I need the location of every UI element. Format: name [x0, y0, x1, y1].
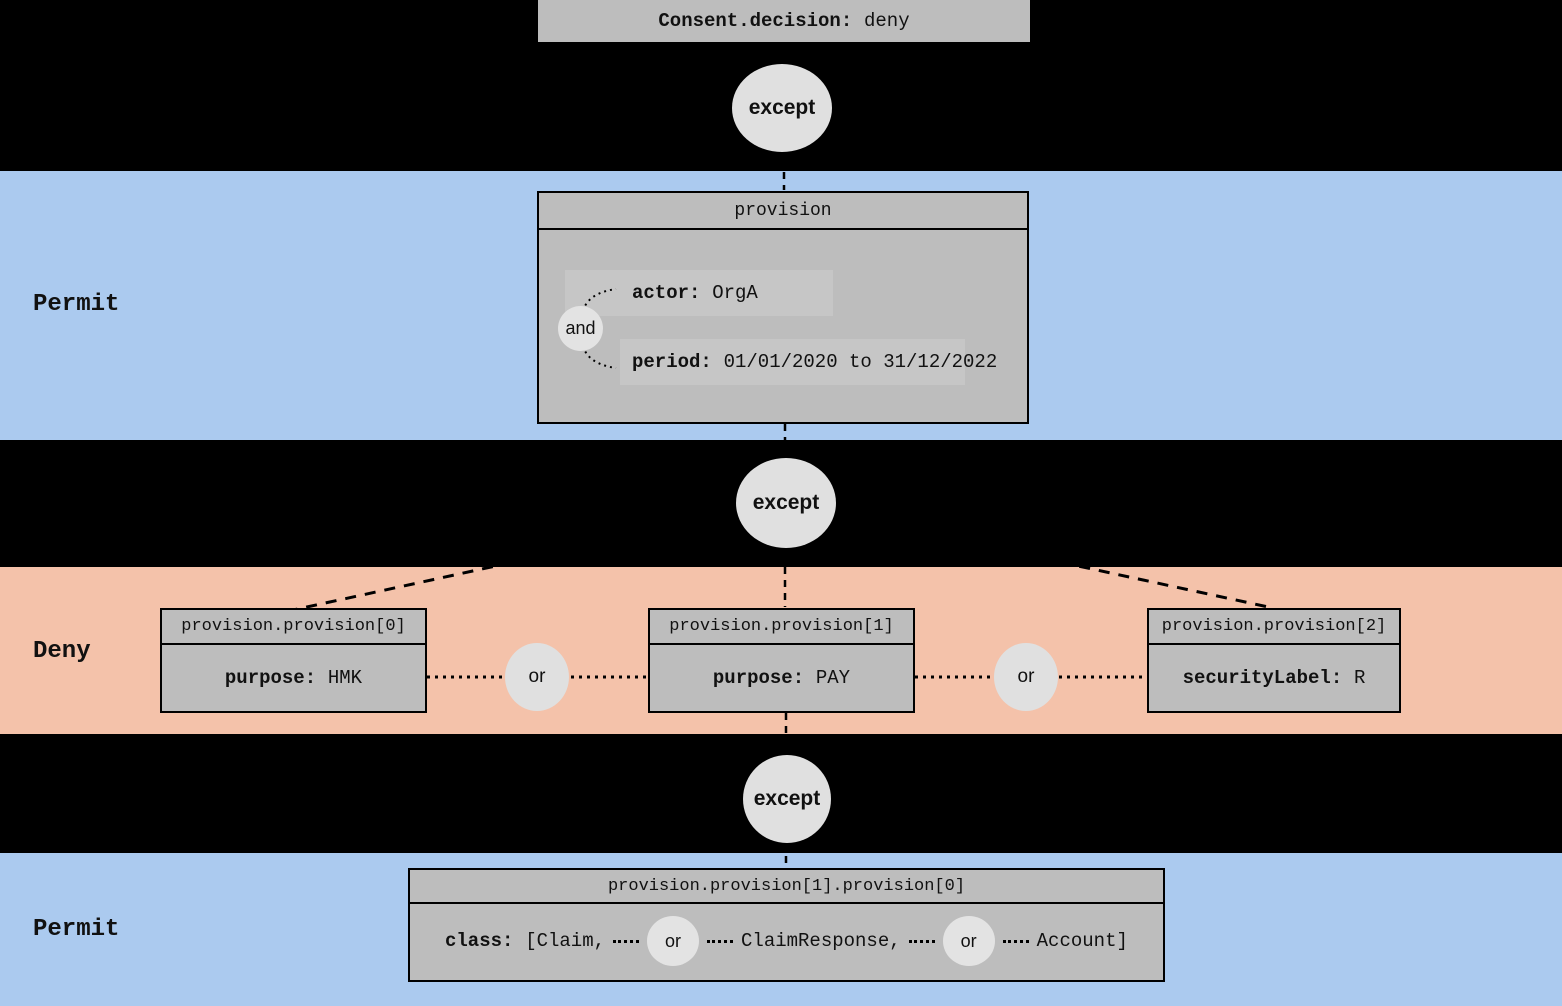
permit-class-node: provision.provision[1].provision[0] clas…: [408, 868, 1165, 982]
deny-node-1-header: provision.provision[1]: [650, 610, 913, 645]
purpose-value-1: PAY: [815, 667, 851, 689]
deny-node-1-body: purpose: PAY: [650, 645, 913, 711]
actor-row-highlight: [565, 270, 833, 316]
except-connector-3: except: [743, 755, 831, 843]
deny-node-provision-1: provision.provision[1] purpose: PAY: [648, 608, 915, 713]
period-attribute: period: 01/01/2020 to 31/12/2022: [632, 339, 997, 385]
except-label-3: except: [753, 787, 821, 810]
dotted-connector: [707, 939, 734, 943]
class-node-header: provision.provision[1].provision[0]: [410, 870, 1163, 904]
or-label-inline-2: or: [960, 930, 977, 951]
deny-node-2-body: securityLabel: R: [1149, 645, 1399, 711]
actor-attribute: actor: OrgA: [632, 270, 758, 316]
deny-node-provision-2: provision.provision[2] securityLabel: R: [1147, 608, 1401, 713]
permit-top-band-label: Permit: [33, 291, 120, 318]
class-item-claim: [Claim,: [525, 930, 606, 952]
and-label: and: [565, 318, 596, 338]
or-connector-inline-1: or: [647, 916, 700, 966]
actor-value: OrgA: [712, 282, 758, 304]
purpose-label-0: purpose:: [224, 667, 317, 689]
permit-bottom-band-label: Permit: [33, 916, 120, 943]
consent-decision-value: deny: [864, 10, 910, 32]
purpose-label-1: purpose:: [712, 667, 805, 689]
class-item-account: Account]: [1036, 930, 1128, 952]
except-connector-1: except: [732, 64, 832, 152]
period-value: 01/01/2020 to 31/12/2022: [723, 351, 998, 373]
dotted-connector: [908, 939, 935, 943]
deny-node-provision-0: provision.provision[0] purpose: HMK: [160, 608, 427, 713]
or-label-1: or: [528, 666, 546, 687]
class-item-claimresponse: ClaimResponse,: [741, 930, 901, 952]
provision-node-header: provision: [539, 193, 1027, 230]
or-connector-2: or: [994, 643, 1058, 711]
deny-node-2-header: provision.provision[2]: [1149, 610, 1399, 645]
security-label-label: securityLabel:: [1182, 667, 1343, 689]
period-label: period:: [632, 351, 712, 373]
deny-node-0-header: provision.provision[0]: [162, 610, 425, 645]
dotted-connector: [1002, 939, 1029, 943]
dotted-connector: [613, 939, 640, 943]
provision-node: provision and actor: OrgA period: 01/01/…: [537, 191, 1029, 424]
consent-decision-label: Consent.decision:: [658, 10, 853, 32]
deny-band-label: Deny: [33, 638, 91, 665]
provision-node-body: and actor: OrgA period: 01/01/2020 to 31…: [539, 230, 1027, 422]
period-row-highlight: [620, 339, 965, 385]
security-label-value: R: [1354, 667, 1366, 689]
or-label-inline-1: or: [665, 930, 682, 951]
except-label-2: except: [752, 491, 820, 514]
except-connector-2: except: [736, 458, 836, 548]
and-connector: and: [558, 306, 603, 351]
deny-node-0-body: purpose: HMK: [162, 645, 425, 711]
actor-label: actor:: [632, 282, 701, 304]
except-label-1: except: [748, 96, 816, 119]
and-connector-arcs: [582, 288, 617, 369]
consent-decision-node: Consent.decision: deny: [538, 0, 1030, 42]
or-label-2: or: [1017, 666, 1035, 687]
purpose-value-0: HMK: [327, 667, 363, 689]
or-connector-1: or: [505, 643, 569, 711]
class-node-body: class: [Claim, or ClaimResponse, or Acco…: [410, 904, 1163, 978]
or-connector-inline-2: or: [942, 916, 995, 966]
class-label: class:: [445, 930, 514, 952]
